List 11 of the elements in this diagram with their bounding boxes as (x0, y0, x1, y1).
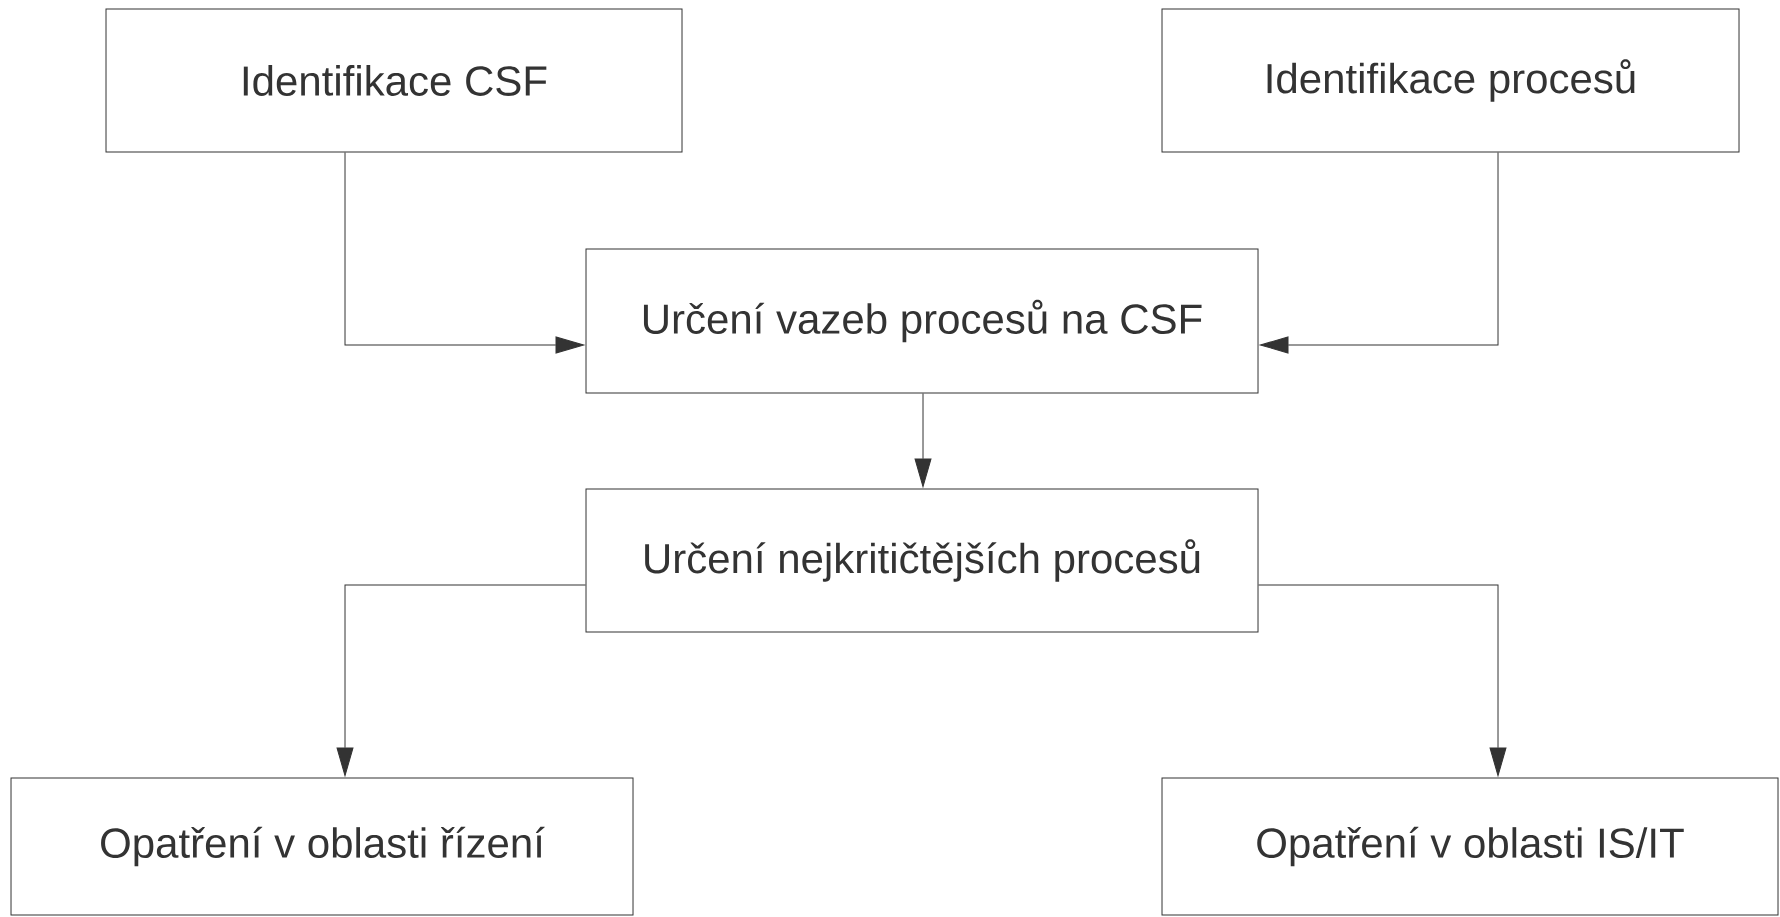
process-box: Opatření v oblasti řízení (10, 777, 634, 916)
process-box: Určení vazeb procesů na CSF (585, 248, 1259, 394)
arrow (914, 393, 932, 488)
process-box: Identifikace CSF (105, 8, 683, 153)
arrow (1258, 584, 1507, 777)
process-box: Identifikace procesů (1161, 8, 1740, 153)
process-box: Opatření v oblasti IS/IT (1161, 777, 1779, 916)
arrow (344, 152, 585, 354)
arrow (1259, 152, 1499, 354)
arrow (336, 584, 586, 777)
process-box: Určení nejkritičtějších procesů (585, 488, 1259, 633)
